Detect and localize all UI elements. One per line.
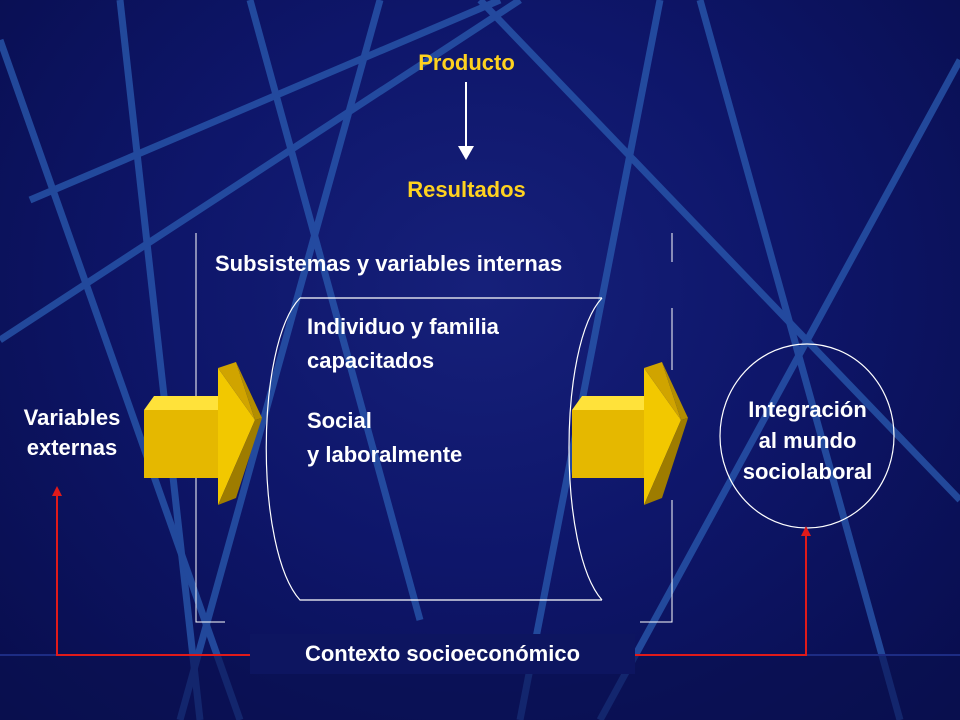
left-block-arrow — [144, 362, 262, 505]
frame-left — [195, 233, 225, 623]
decor-line — [596, 58, 960, 720]
product-title: Producto — [418, 50, 515, 75]
cylinder-right-edge — [568, 297, 603, 601]
inner-text-line: Individuo y familia — [307, 314, 499, 339]
integration-line: sociolaboral — [742, 459, 873, 484]
integration-line: Integración — [748, 397, 867, 422]
down-arrow-head — [458, 146, 474, 160]
decor-line — [0, 38, 244, 720]
external-variables-line: externas — [26, 435, 118, 460]
feedback-line-right — [635, 535, 807, 656]
decor-line — [116, 0, 204, 720]
feedback-line-left — [56, 495, 250, 656]
inner-text-line: Social — [307, 408, 372, 433]
right-block-arrow — [572, 362, 688, 505]
feedback-arrowhead-left — [52, 486, 62, 496]
integration-line: al mundo — [758, 428, 857, 453]
frame-right-bottom — [640, 500, 673, 623]
inner-text-line: y laboralmente — [307, 442, 463, 467]
decor-line — [477, 0, 960, 503]
subsystem-title: Subsistemas y variables internas — [215, 251, 563, 276]
external-variables-label: Variables externas — [0, 403, 144, 463]
results-title: Resultados — [407, 177, 526, 202]
decor-line — [516, 0, 664, 720]
feedback-arrowhead-right — [801, 526, 811, 536]
context-label: Contexto socioeconómico — [304, 641, 581, 666]
context-box — [250, 634, 635, 674]
external-variables-line: Variables — [23, 405, 121, 430]
inner-text-line: capacitados — [307, 348, 435, 373]
integration-label: Integración al mundo sociolaboral — [720, 394, 895, 487]
decor-line — [246, 0, 424, 621]
decor-line — [176, 0, 384, 720]
cylinder-left-side — [265, 297, 602, 601]
decor-line — [28, 0, 502, 204]
